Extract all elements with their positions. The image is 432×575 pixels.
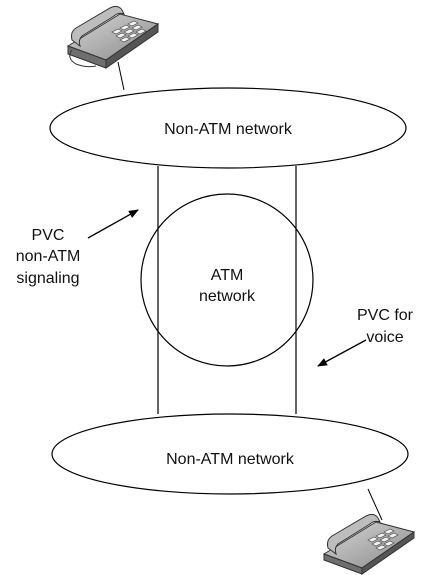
- pvc-signaling-arrow: [87, 209, 139, 239]
- bottom-telephone-icon: [322, 513, 416, 575]
- atm-network-label-line2: network: [199, 288, 256, 305]
- top-non-atm-network: [49, 87, 407, 169]
- bottom-non-atm-network: [51, 413, 409, 495]
- top-network-label: Non-ATM network: [164, 121, 293, 138]
- top-telephone-icon: [66, 5, 160, 69]
- pvc-signaling-label-line2: non-ATM: [16, 248, 81, 265]
- bottom-network-label: Non-ATM network: [166, 451, 295, 468]
- pvc-signaling-label-line3: signaling: [16, 270, 79, 287]
- pvc-voice-label-line2: voice: [366, 329, 403, 346]
- pvc-signaling-label-line1: PVC: [32, 227, 65, 244]
- bottom-phone-link: [367, 488, 383, 521]
- atm-network-label-line1: ATM: [211, 267, 244, 284]
- pvc-voice-label-line1: PVC for: [357, 307, 414, 324]
- pvc-voice-arrow: [317, 339, 367, 367]
- top-phone-link: [117, 61, 125, 91]
- atm-network: [140, 193, 314, 367]
